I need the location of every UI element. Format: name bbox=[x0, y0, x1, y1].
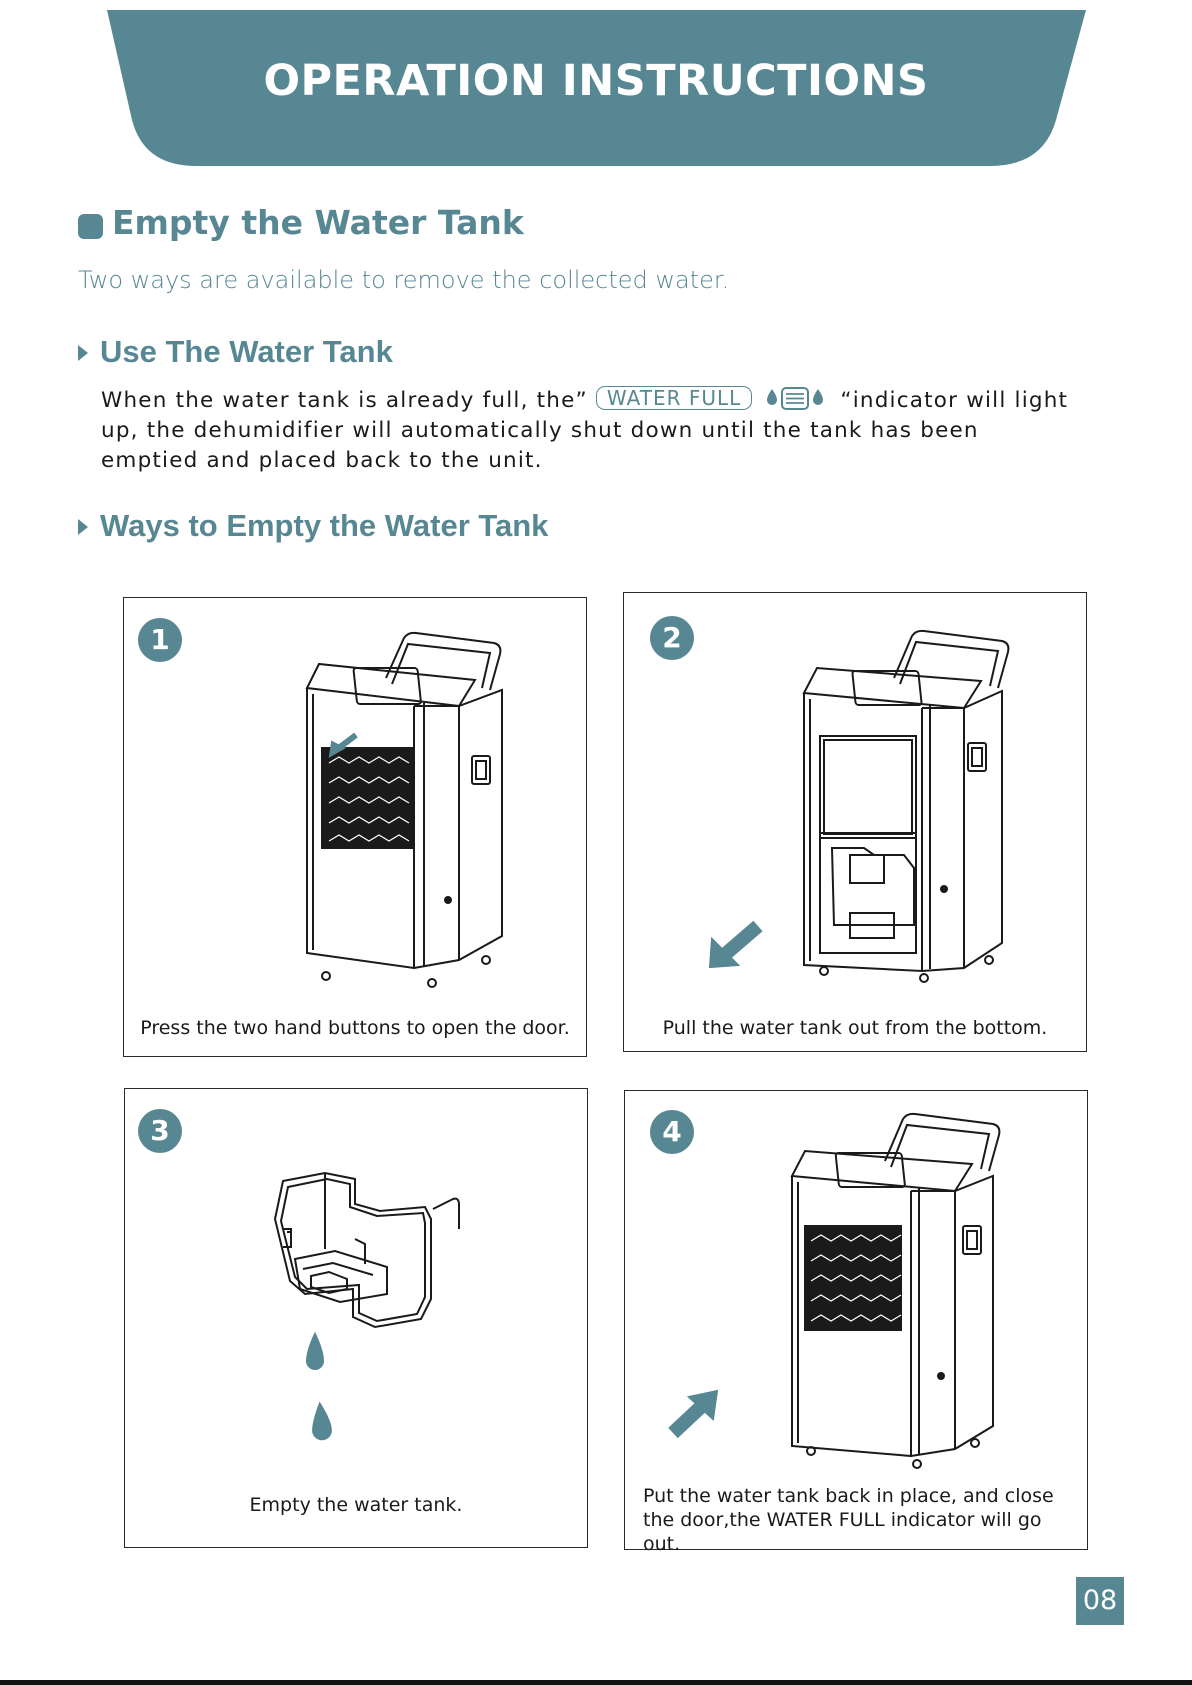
step-number-badge: 1 bbox=[138, 618, 182, 662]
subsection-arrow-icon bbox=[78, 345, 88, 361]
dehumidifier-door-icon bbox=[305, 631, 503, 988]
step-caption: Put the water tank back in place, and cl… bbox=[643, 1485, 1054, 1555]
section-intro: Two ways are available to remove the col… bbox=[78, 266, 730, 294]
section-title: Empty the Water Tank bbox=[112, 203, 524, 242]
step-number-badge: 3 bbox=[138, 1109, 182, 1153]
step-panel-1: 1 Press the two hand buttons to open the… bbox=[123, 597, 587, 1057]
use-tank-text-after: “indicator will light up, the dehumidifi… bbox=[101, 388, 1069, 473]
subsection-title-use-tank: Use The Water Tank bbox=[100, 334, 393, 369]
use-tank-text-before: When the water tank is already full, the… bbox=[101, 388, 588, 413]
dehumidifier-tank-out-icon bbox=[708, 629, 1010, 983]
water-full-badge: WATER FULL bbox=[595, 386, 753, 410]
step-panel-4: 4 Put the water tank back in place, and … bbox=[624, 1090, 1088, 1555]
header-banner bbox=[107, 10, 1086, 166]
dehumidifier-tank-in-icon bbox=[668, 1112, 1001, 1469]
step-caption: Empty the water tank. bbox=[249, 1494, 463, 1516]
step-caption: Pull the water tank out from the bottom. bbox=[662, 1017, 1048, 1039]
step-number-badge: 4 bbox=[650, 1110, 694, 1154]
page-title: OPERATION INSTRUCTIONS bbox=[263, 56, 929, 106]
step-caption: Press the two hand buttons to open the d… bbox=[140, 1017, 570, 1039]
subsection-title-ways: Ways to Empty the Water Tank bbox=[100, 508, 549, 543]
step-panel-2: 2 Pull the water tank out from the botto… bbox=[623, 592, 1087, 1052]
step-panel-3: 3 Empty the water tank. bbox=[124, 1088, 588, 1548]
step-number-badge: 2 bbox=[650, 616, 694, 660]
section-bullet bbox=[78, 214, 103, 239]
page-bottom-rule bbox=[0, 1680, 1192, 1685]
water-tank-drain-icon bbox=[273, 1171, 460, 1441]
subsection-arrow-icon bbox=[78, 519, 88, 535]
water-full-indicator-icon bbox=[767, 387, 824, 410]
use-tank-paragraph: When the water tank is already full, the… bbox=[101, 385, 1081, 476]
page-number: 08 bbox=[1076, 1577, 1124, 1625]
